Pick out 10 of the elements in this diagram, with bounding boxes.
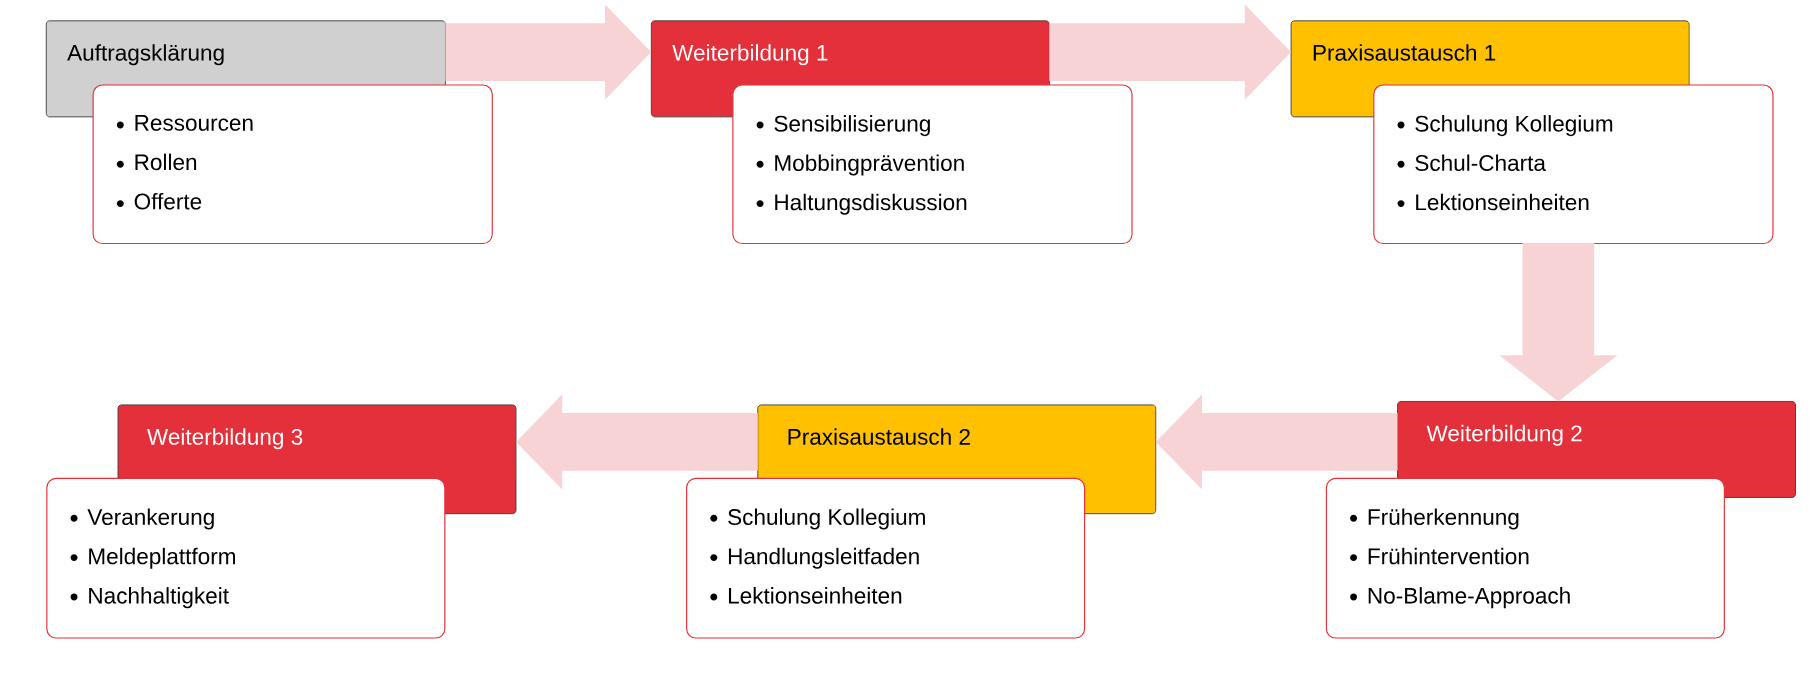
node-text: Weiterbildung 2 [1426, 424, 1582, 446]
bullet-list-box: Schulung Kollegium Schul-Charta Lektionseinheiten [1373, 84, 1774, 245]
node-text: Praxisaustausch 1 [1313, 44, 1496, 61]
bullet-list-box: Sensibilisierung Mobbingprävention Haltungsdiskussion [732, 84, 1133, 245]
bullet-list-box: Ressourcen Rollen Offerte [92, 84, 493, 245]
node-text: Praxisaustausch 2 [788, 428, 970, 445]
bullet-list-box: Früherkennung Frühintervention No-Blame-Approach [1325, 477, 1725, 639]
node-text: Weiterbildung 3 [147, 428, 303, 450]
node-text: Weiterbildung 1 [672, 44, 828, 66]
node-text: Auftragsklärung [67, 44, 224, 66]
